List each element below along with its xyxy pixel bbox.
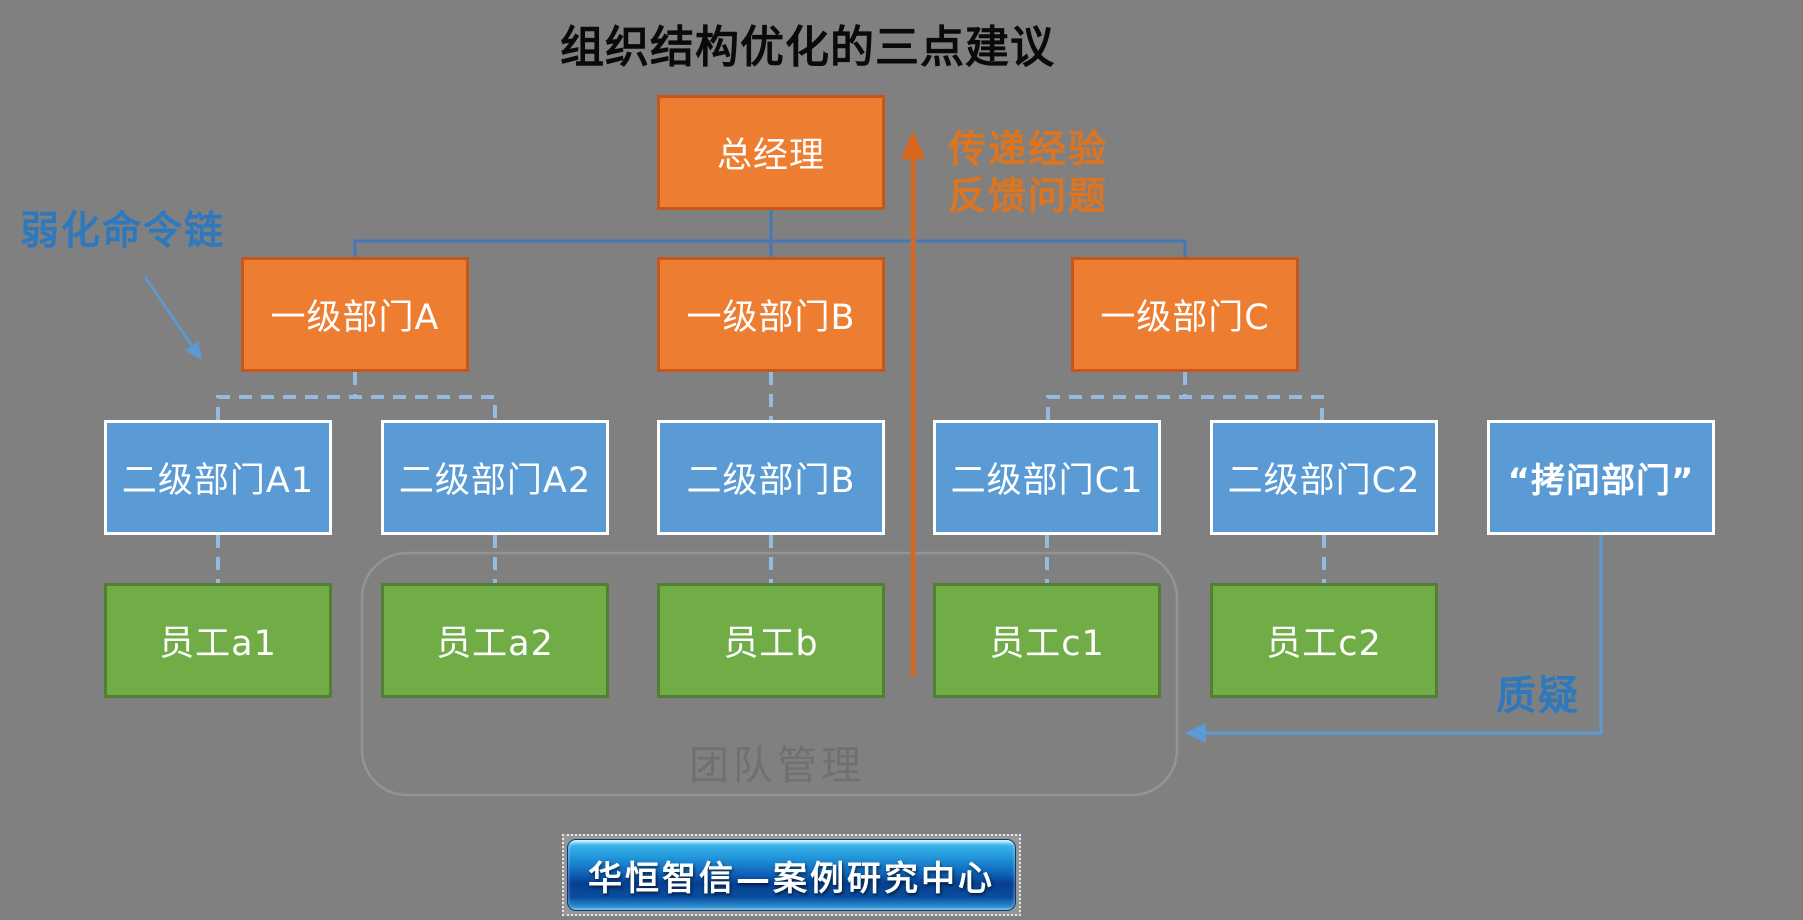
org-node-subC1: 二级部门C1 [933,420,1161,535]
pass-experience-label: 传递经验 [948,127,1109,171]
org-node-empB: 员工b [657,583,885,698]
org-node-empA1: 员工a1 [104,583,332,698]
banner: 华恒智信—案例研究中心 [562,834,1021,916]
org-node-empC2: 员工c2 [1210,583,1438,698]
org-node-subA1: 二级部门A1 [104,420,332,535]
org-node-deptB: 一级部门B [657,257,885,372]
org-node-empA2: 员工a2 [381,583,609,698]
team-management-label: 团队管理 [689,743,865,789]
org-connector-lines [353,210,1187,257]
org-node-subA2: 二级部门A2 [381,420,609,535]
org-node-subB: 二级部门B [657,420,885,535]
org-node-empC1: 员工c1 [933,583,1161,698]
banner-button: 华恒智信—案例研究中心 [567,839,1016,911]
question-arrow [1185,535,1603,743]
org-node-deptA: 一级部门A [241,257,469,372]
upward-arrow-label: 传递经验 反馈问题 [948,126,1108,220]
dashed-connector-lines [216,372,1326,583]
org-node-gm: 总经理 [657,95,885,210]
weaken-chain-arrow [143,276,202,360]
team-group-outline [360,551,1179,797]
org-node-deptC: 一级部门C [1071,257,1299,372]
question-label: 质疑 [1496,673,1580,719]
feedback-problems-label: 反馈问题 [948,174,1109,218]
upward-arrow [901,131,925,676]
org-node-subC2: 二级部门C2 [1210,420,1438,535]
diagram-title: 组织结构优化的三点建议 [560,22,1055,73]
org-node-probe: “拷问部门” [1487,420,1715,535]
banner-text: 华恒智信—案例研究中心 [588,858,995,899]
weaken-chain-label: 弱化命令链 [20,209,226,254]
